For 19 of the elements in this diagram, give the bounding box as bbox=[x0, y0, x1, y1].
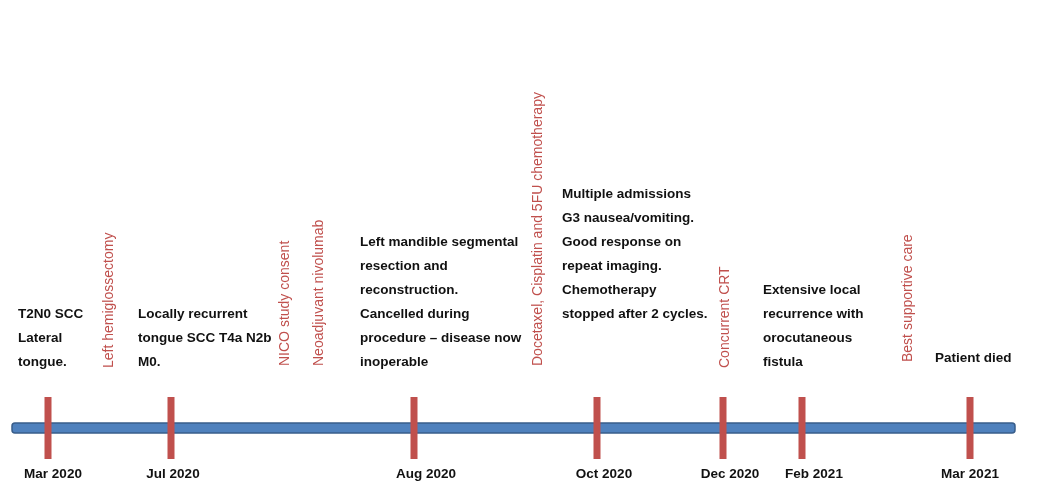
event-description: Multiple admissions G3 nausea/vomiting. Good response on repeat imaging. Chemotherapy stopped after 2 cycles. bbox=[562, 185, 709, 323]
treatment-label: Concurrent CRT bbox=[715, 266, 733, 368]
date-label: Dec 2020 bbox=[700, 466, 760, 481]
treatment-label: Best supportive care bbox=[898, 234, 916, 362]
date-label: Mar 2020 bbox=[24, 466, 82, 481]
treatment-label: Neoadjuvant nivolumab bbox=[309, 219, 327, 366]
treatment-label: NICO study consent bbox=[275, 240, 293, 366]
event-description: Left mandible segmental resection and reconstruction. Cancelled during procedure – disease now inoperable bbox=[360, 233, 523, 371]
date-label: Mar 2021 bbox=[941, 466, 999, 481]
event-description: Patient died bbox=[935, 349, 1013, 367]
treatment-label: Docetaxel, Cisplatin and 5FU chemotherapy bbox=[528, 92, 546, 366]
date-label: Oct 2020 bbox=[575, 466, 633, 481]
event-description: Locally recurrent tongue SCC T4a N2b M0. bbox=[138, 305, 273, 371]
event-description: T2N0 SCC Lateral tongue. bbox=[18, 305, 85, 371]
date-label: Feb 2021 bbox=[785, 466, 843, 481]
date-label: Jul 2020 bbox=[146, 466, 200, 481]
treatment-label: Left hemiglossectomy bbox=[99, 232, 117, 368]
event-description: Extensive local recurrence with orocutaneous fistula bbox=[763, 281, 865, 371]
date-label: Aug 2020 bbox=[396, 466, 456, 481]
